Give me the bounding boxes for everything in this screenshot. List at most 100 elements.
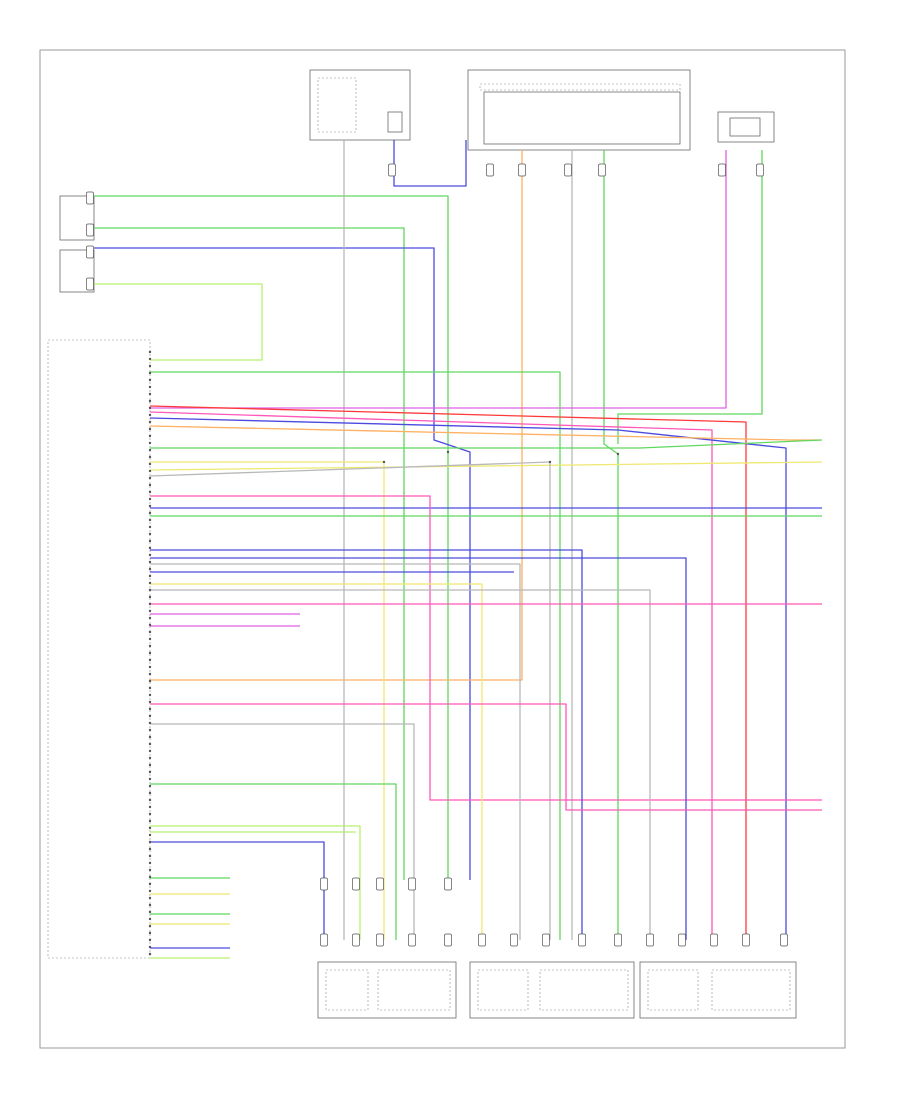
wire-blue-switch bbox=[94, 247, 471, 880]
module-pin bbox=[148, 483, 152, 487]
module-pin bbox=[148, 707, 152, 711]
top-connector-5 bbox=[756, 163, 764, 177]
module-pin bbox=[148, 903, 152, 907]
bottom-module-left bbox=[317, 961, 457, 1019]
module-pin bbox=[148, 406, 152, 410]
module-pin bbox=[148, 560, 152, 564]
bottom-module-left-inner-a bbox=[325, 969, 369, 1011]
bottom-connector-lower-1 bbox=[352, 933, 360, 947]
bottom-connector-lower-5 bbox=[478, 933, 486, 947]
module-pin bbox=[148, 609, 152, 613]
center-module bbox=[467, 69, 691, 151]
module-pin bbox=[148, 714, 152, 718]
module-pin bbox=[148, 623, 152, 627]
center-module-bus bbox=[479, 83, 681, 91]
right-sensor-box bbox=[717, 111, 775, 143]
center-module-inner bbox=[483, 91, 681, 145]
module-pin bbox=[148, 868, 152, 872]
bottom-connector-upper-2 bbox=[376, 877, 384, 891]
pin-group bbox=[148, 350, 620, 956]
module-pin bbox=[148, 833, 152, 837]
module-pin bbox=[148, 413, 152, 417]
module-pin bbox=[148, 952, 152, 956]
module-pin bbox=[148, 798, 152, 802]
wire-blue-r13 bbox=[150, 557, 687, 940]
module-pin bbox=[148, 826, 152, 830]
module-pin bbox=[148, 924, 152, 928]
fuse-box-inner bbox=[317, 77, 357, 133]
module-pin bbox=[148, 371, 152, 375]
relay-block bbox=[387, 111, 403, 133]
module-pin bbox=[148, 763, 152, 767]
wire-red-r1 bbox=[149, 405, 747, 940]
module-pin bbox=[148, 644, 152, 648]
module-pin bbox=[148, 910, 152, 914]
bottom-connector-lower-9 bbox=[614, 933, 622, 947]
module-pin bbox=[148, 532, 152, 536]
module-pin bbox=[148, 637, 152, 641]
module-pin bbox=[148, 728, 152, 732]
module-pin bbox=[148, 721, 152, 725]
module-pin bbox=[148, 686, 152, 690]
bottom-module-center-inner-b bbox=[539, 969, 629, 1011]
top-connector-4 bbox=[718, 163, 726, 177]
wire-violet-right bbox=[150, 150, 727, 409]
wire-yellow-r7 bbox=[149, 461, 823, 471]
module-pin bbox=[148, 490, 152, 494]
left-switch-lower bbox=[59, 249, 95, 293]
bottom-connector-lower-10 bbox=[646, 933, 654, 947]
wire-gray-r22 bbox=[150, 723, 415, 940]
bottom-connector-lower-2 bbox=[376, 933, 384, 947]
bottom-connector-lower-7 bbox=[542, 933, 550, 947]
bottom-module-left-inner-b bbox=[377, 969, 451, 1011]
right-sensor-element bbox=[729, 117, 761, 137]
bottom-module-right bbox=[639, 961, 797, 1019]
bottom-connector-lower-14 bbox=[780, 933, 788, 947]
module-pin bbox=[148, 378, 152, 382]
wire-blue-r26 bbox=[150, 841, 325, 940]
module-pin bbox=[148, 854, 152, 858]
wire-green-r5 bbox=[150, 439, 823, 449]
module-pin bbox=[148, 931, 152, 935]
connector-group bbox=[86, 163, 788, 947]
wire-blue-fuse bbox=[393, 140, 467, 187]
control-module-outline bbox=[47, 339, 151, 959]
module-pin bbox=[148, 847, 152, 851]
top-connector-0 bbox=[486, 163, 494, 177]
wire-lightgreen-r24 bbox=[150, 825, 361, 940]
bottom-connector-lower-13 bbox=[742, 933, 750, 947]
module-pin bbox=[148, 350, 152, 354]
module-pin bbox=[148, 588, 152, 592]
bottom-module-right-inner-a bbox=[647, 969, 699, 1011]
module-pin bbox=[148, 735, 152, 739]
switch-connector-0 bbox=[86, 191, 94, 205]
module-pin bbox=[148, 392, 152, 396]
module-pin bbox=[148, 581, 152, 585]
module-pin bbox=[148, 455, 152, 459]
wire-pink-r11 bbox=[150, 495, 822, 801]
wire-gray-r14 bbox=[150, 563, 521, 940]
module-pin bbox=[148, 665, 152, 669]
module-pin bbox=[148, 602, 152, 606]
module-pin bbox=[148, 567, 152, 571]
wire-pink-r2 bbox=[149, 411, 713, 940]
module-pin bbox=[148, 546, 152, 550]
module-pin bbox=[148, 497, 152, 501]
module-pin bbox=[148, 840, 152, 844]
module-pin bbox=[148, 777, 152, 781]
top-connector-2 bbox=[564, 163, 572, 177]
bottom-module-right-inner-b bbox=[711, 969, 791, 1011]
module-pin bbox=[148, 434, 152, 438]
bottom-connector-lower-0 bbox=[320, 933, 328, 947]
module-pin bbox=[148, 875, 152, 879]
module-pin bbox=[148, 539, 152, 543]
module-pin bbox=[148, 553, 152, 557]
module-pin bbox=[148, 805, 152, 809]
module-pin bbox=[148, 511, 152, 515]
wire-green-right bbox=[617, 150, 763, 444]
top-connector-6 bbox=[388, 163, 396, 177]
module-pin bbox=[148, 476, 152, 480]
module-pin bbox=[148, 770, 152, 774]
module-pin bbox=[148, 679, 152, 683]
bottom-connector-upper-4 bbox=[444, 877, 452, 891]
